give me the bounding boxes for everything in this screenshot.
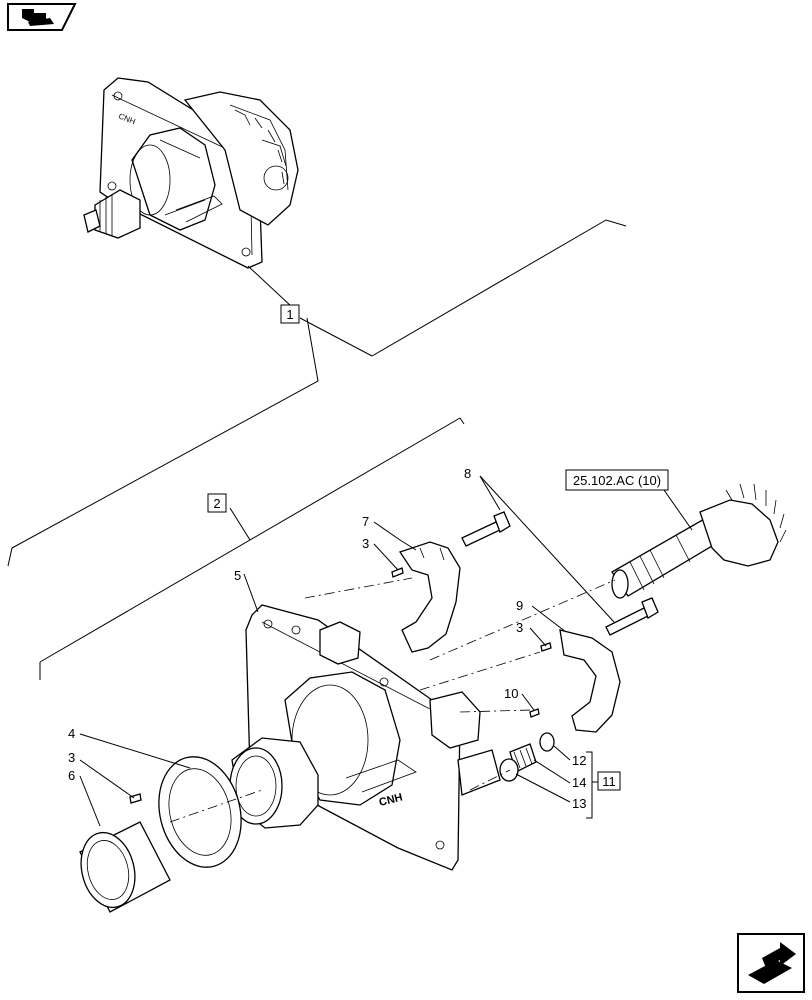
callout-1: 1 bbox=[280, 304, 300, 324]
sleeve-illustration bbox=[79, 821, 171, 913]
bearing-cap-upper-illustration bbox=[398, 541, 461, 653]
pin-10 bbox=[529, 708, 540, 718]
drive-housing-assembly-illustration: CNH bbox=[83, 77, 299, 269]
axle-housing-illustration: CNH bbox=[229, 604, 501, 871]
pin-lower bbox=[129, 793, 142, 804]
callout-9: 9 bbox=[516, 598, 523, 613]
leader-lines bbox=[7, 219, 693, 827]
o-ring-13 bbox=[499, 758, 519, 782]
next-page-arrow-icon[interactable] bbox=[737, 933, 805, 993]
callout-7: 7 bbox=[362, 514, 369, 529]
callout-5: 5 bbox=[234, 568, 241, 583]
callout-6: 6 bbox=[68, 768, 75, 783]
o-ring-12 bbox=[539, 732, 555, 752]
pin-middle bbox=[540, 642, 552, 652]
callout-3-upper: 3 bbox=[362, 536, 369, 551]
callout-4: 4 bbox=[68, 726, 75, 741]
callout-14: 14 bbox=[572, 775, 586, 790]
callout-11: 11 bbox=[597, 771, 621, 791]
alignment-lines bbox=[169, 577, 616, 823]
callout-10: 10 bbox=[504, 686, 518, 701]
reference-label: 25.102.AC (10) bbox=[573, 473, 661, 488]
bolt-upper-illustration bbox=[461, 511, 511, 547]
svg-text:CNH: CNH bbox=[378, 791, 404, 808]
reference-25-102-ac[interactable]: 25.102.AC (10) bbox=[565, 469, 669, 491]
callout-2: 2 bbox=[207, 493, 227, 513]
pinion-shaft-illustration bbox=[611, 483, 787, 599]
callout-12: 12 bbox=[572, 753, 586, 768]
thrust-ring-illustration bbox=[158, 756, 242, 868]
book-page-icon[interactable] bbox=[7, 3, 77, 31]
callout-1-label: 1 bbox=[286, 307, 293, 322]
callout-3-lower: 3 bbox=[68, 750, 75, 765]
callout-11-label: 11 bbox=[602, 774, 616, 789]
bearing-cap-lower-illustration bbox=[559, 629, 621, 733]
bolt-lower-illustration bbox=[605, 597, 659, 636]
callout-13: 13 bbox=[572, 796, 586, 811]
callout-8: 8 bbox=[464, 466, 471, 481]
callout-2-label: 2 bbox=[213, 496, 220, 511]
callout-3-middle: 3 bbox=[516, 620, 523, 635]
pin-upper bbox=[391, 567, 404, 578]
